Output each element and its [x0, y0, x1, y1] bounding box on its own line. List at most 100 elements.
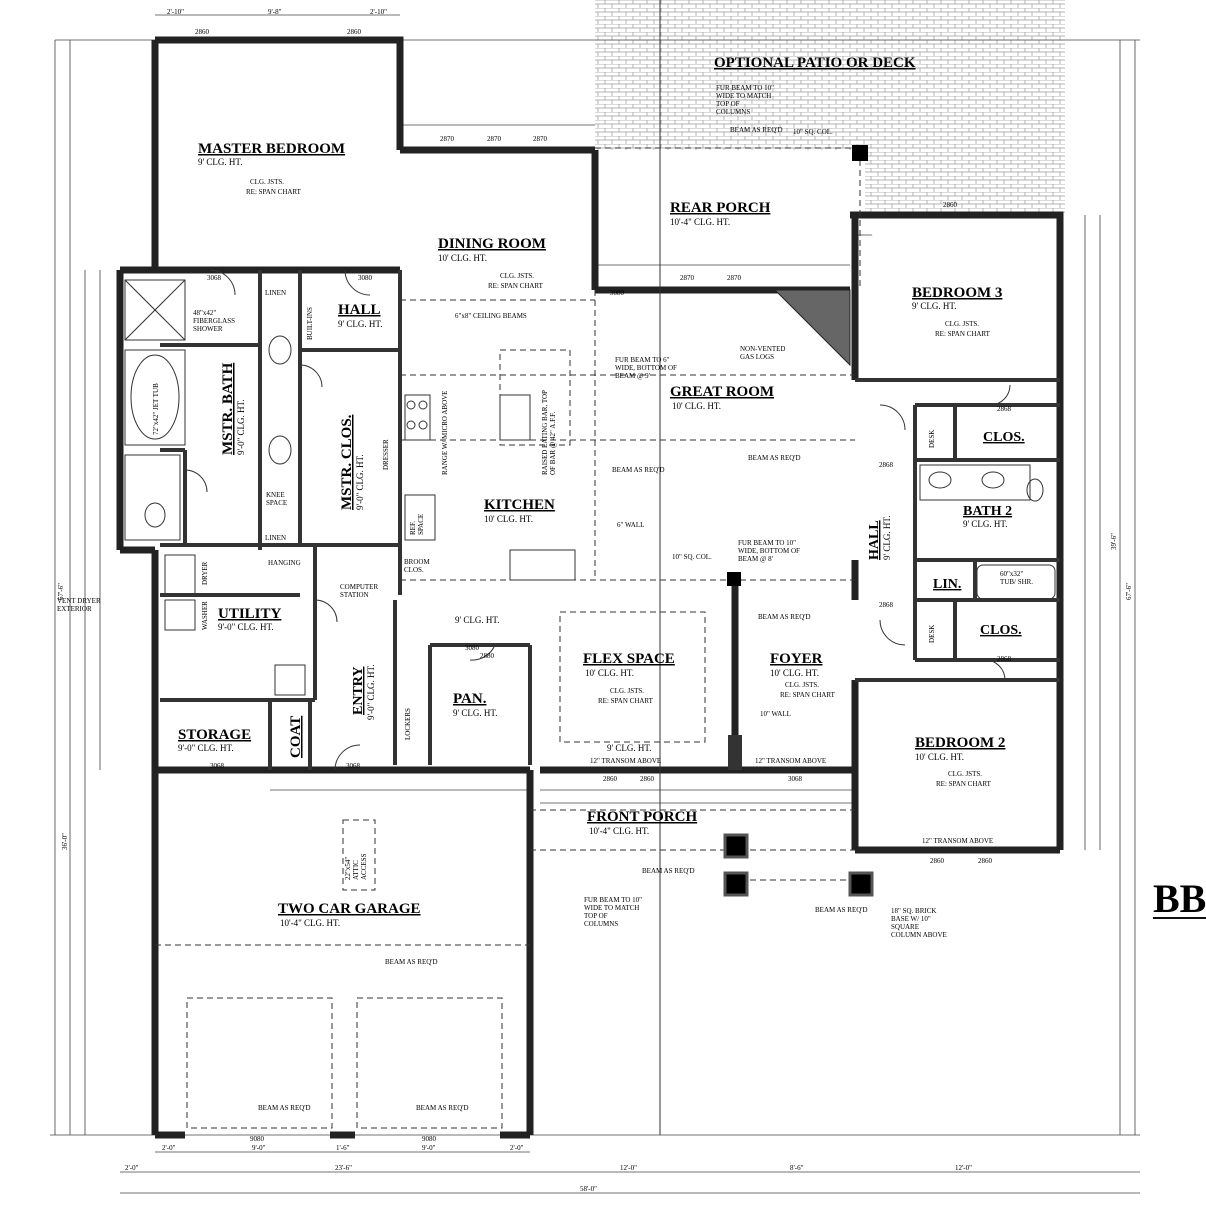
- kitchen-label: KITCHEN: [484, 497, 555, 513]
- plan-text: 18" SQ. BRICK: [891, 907, 936, 915]
- plan-notes: FUR BEAM TO 10" WIDE TO MATCH TOP OF COL…: [57, 84, 1033, 1112]
- plan-text: 10" SQ. COL.: [793, 128, 833, 136]
- patio-hatch-lower: [865, 150, 1065, 215]
- hall-top-label: HALL: [338, 302, 381, 318]
- plan-text: COLUMNS: [584, 920, 618, 928]
- plan-text: 2870: [487, 135, 502, 143]
- plan-text: WIDE, BOTTOM OF: [738, 547, 800, 555]
- plan-text: WIDE TO MATCH: [584, 904, 639, 912]
- plan-text: RE: SPAN CHART: [935, 330, 991, 338]
- plan-text: 2860: [195, 28, 210, 36]
- exterior-walls: [116, 36, 1064, 1139]
- fixtures: [124, 145, 1056, 897]
- plan-text: 58'-0": [580, 1185, 597, 1193]
- plan-text: 2870: [680, 274, 695, 282]
- plan-text: RE: SPAN CHART: [246, 188, 302, 196]
- plan-text: OF BAR @ 42" A.F.F.: [549, 412, 557, 475]
- plan-text: RE: SPAN CHART: [598, 697, 654, 705]
- plan-text: FUR BEAM TO 10": [738, 539, 796, 547]
- plan-text: CLG. JSTS.: [945, 320, 979, 328]
- plan-text: 2'-0": [510, 1144, 524, 1152]
- plan-text: BEAM AS REQ'D: [416, 1104, 469, 1112]
- coat-label: COAT: [288, 716, 304, 758]
- plan-text: VENT DRYER: [57, 597, 101, 605]
- plan-text: 9' CLG. HT.: [198, 157, 242, 167]
- plan-text: 2860: [603, 775, 618, 783]
- plan-text: CLG. JSTS.: [948, 770, 982, 778]
- plan-text: BEAM AS REQ'D: [385, 958, 438, 966]
- plan-text: BUILT-INS: [306, 307, 314, 340]
- plan-text: BEAM AS REQ'D: [748, 454, 801, 462]
- plan-text: 67'-6": [57, 583, 65, 600]
- plan-text: RE: SPAN CHART: [488, 282, 544, 290]
- plan-text: 10' CLG. HT.: [672, 401, 721, 411]
- bedroom-3-label: BEDROOM 3: [912, 285, 1002, 301]
- plan-text: 2868: [997, 405, 1012, 413]
- plan-text: ATTIC: [352, 860, 360, 880]
- plan-text: 9'-0" CLG. HT.: [218, 622, 274, 632]
- plan-text: 9080: [250, 1135, 265, 1143]
- hall-right-label: HALL: [867, 520, 882, 560]
- plan-text: CLOS.: [404, 566, 424, 574]
- plan-text: 2870: [533, 135, 548, 143]
- plan-text: 2'-0": [162, 1144, 176, 1152]
- plan-text: 3068: [788, 775, 803, 783]
- plan-text: RANGE W/ MICRO ABOVE: [441, 391, 449, 475]
- plan-text: 48"x42": [193, 309, 216, 317]
- plan-text: DRYER: [201, 561, 209, 585]
- plan-text: CLG. JSTS.: [610, 687, 644, 695]
- plan-text: SHOWER: [193, 325, 223, 333]
- plan-text: WIDE TO MATCH: [716, 92, 771, 100]
- door-swings: [184, 269, 1011, 771]
- plan-text: DESK: [928, 625, 936, 643]
- plan-text: BEAM @ 9': [615, 372, 650, 380]
- optional-patio-label: OPTIONAL PATIO OR DECK: [714, 55, 916, 71]
- plan-text: FUR BEAM TO 6": [615, 356, 670, 364]
- dining-room-label: DINING ROOM: [438, 236, 546, 252]
- pan-label: PAN.: [453, 691, 487, 707]
- plan-text: LINEN: [265, 534, 286, 542]
- plan-text: 6" WALL: [617, 521, 644, 529]
- dimension-labels: 58'-0" 2'-0" 23'-6" 12'-0" 8'-6" 12'-0" …: [57, 8, 1133, 1193]
- interior-walls: [160, 270, 1060, 770]
- plan-text: BASE W/ 10": [891, 915, 931, 923]
- plan-text: 22"x54": [344, 857, 352, 880]
- entry-label: ENTRY: [351, 666, 366, 715]
- plan-text: COMPUTER: [340, 583, 378, 591]
- mstr-bath-label: MSTR. BATH: [220, 362, 236, 455]
- plan-text: 3080: [358, 274, 373, 282]
- plan-text: 10' CLG. HT.: [915, 752, 964, 762]
- plan-text: LOCKERS: [404, 708, 412, 740]
- plan-text: 2860: [943, 201, 958, 209]
- master-bedroom-label: MASTER BEDROOM: [198, 141, 345, 157]
- plan-text: 39'-6": [1110, 533, 1118, 550]
- plan-text: BEAM AS REQ'D: [258, 1104, 311, 1112]
- plan-text: 2860: [978, 857, 993, 865]
- plan-text: BEAM AS REQ'D: [815, 906, 868, 914]
- plan-text: 3068: [346, 762, 361, 770]
- foyer-label: FOYER: [770, 651, 823, 667]
- plan-text: 2868: [879, 461, 894, 469]
- plan-text: 2868: [997, 655, 1012, 663]
- plan-text: 9080: [422, 1135, 437, 1143]
- plan-text: 2868: [879, 601, 894, 609]
- plan-text: 1'-6": [336, 1144, 350, 1152]
- plan-text: 10" WALL: [760, 710, 791, 718]
- plan-text: 9' CLG. HT.: [882, 516, 892, 560]
- plan-text: 10' CLG. HT.: [438, 253, 487, 263]
- plan-text: 60"x32": [1000, 570, 1023, 578]
- plan-text: 6"x8" CEILING BEAMS: [455, 312, 527, 320]
- plan-text: 12" TRANSOM ABOVE: [922, 837, 993, 845]
- title-fragment: BB: [1153, 876, 1206, 921]
- plan-text: 3068: [207, 274, 222, 282]
- plan-text: SPACE: [266, 499, 287, 507]
- plan-text: NON-VENTED: [740, 345, 786, 353]
- plan-text: 9' CLG. HT.: [912, 301, 956, 311]
- plan-text: EXTERIOR: [57, 605, 92, 613]
- plan-text: REF.: [409, 521, 417, 535]
- plan-text: FUR BEAM TO 10": [716, 84, 774, 92]
- plan-text: TOP OF: [584, 912, 608, 920]
- plan-text: 9'-8": [268, 8, 282, 16]
- plan-text: 9'-0": [422, 1144, 436, 1152]
- plan-text: COLUMN ABOVE: [891, 931, 947, 939]
